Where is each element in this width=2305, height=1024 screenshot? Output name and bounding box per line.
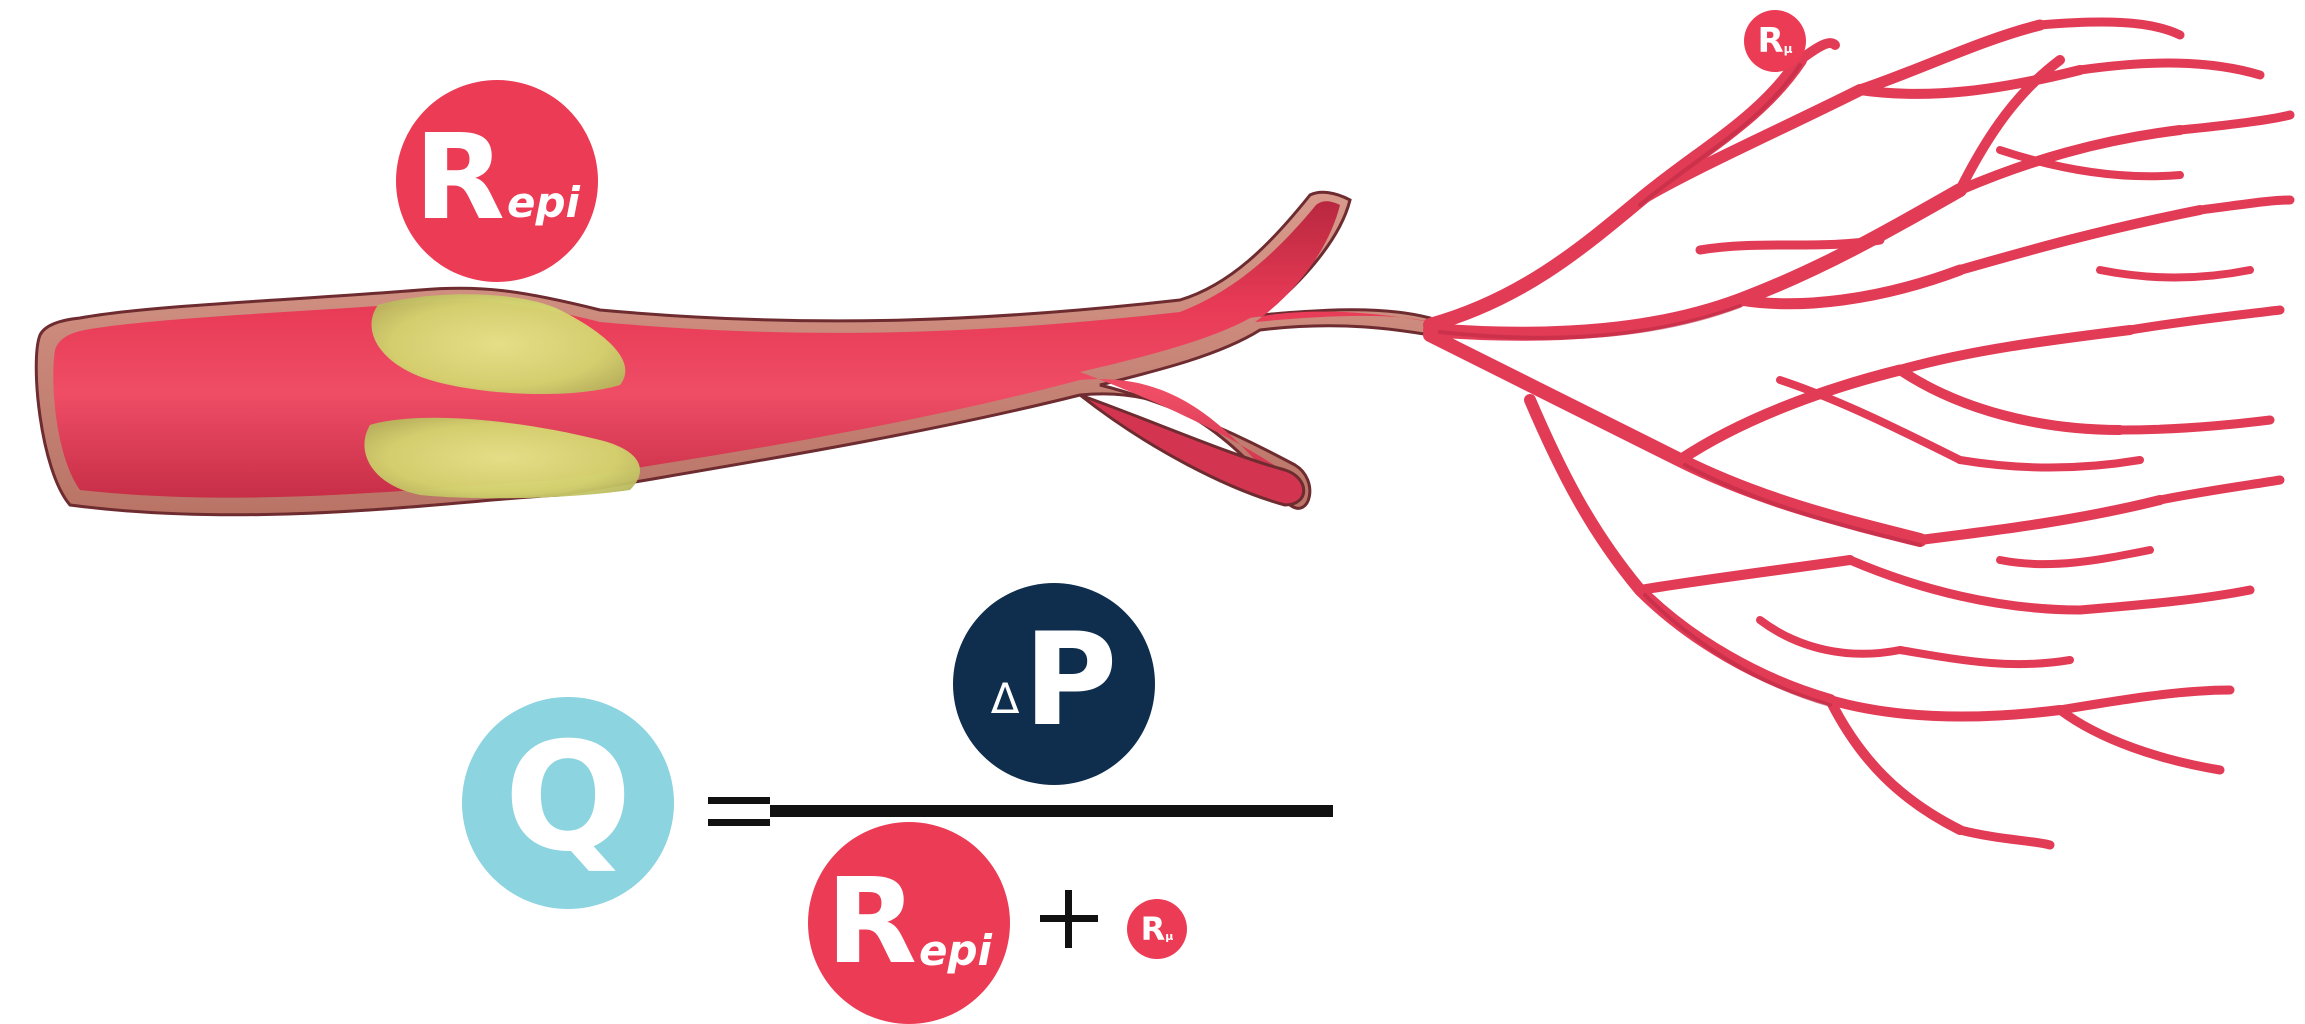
- flow-badge: Q: [462, 697, 674, 909]
- microvasculature: [1430, 22, 2290, 845]
- delta-symbol: Δ: [991, 674, 1020, 723]
- microvascular-resistance-symbol: R: [1757, 24, 1783, 58]
- denominator-microvascular-subscript: μ: [1165, 931, 1173, 942]
- epicardial-resistance-symbol: R: [414, 118, 505, 236]
- epicardial-resistance-badge: R epi: [396, 80, 598, 282]
- denominator-microvascular-symbol: R: [1141, 913, 1166, 945]
- denominator-epicardial-subscript: epi: [919, 930, 992, 972]
- microvascular-resistance-badge: R μ: [1744, 10, 1806, 72]
- equals-sign: [708, 789, 770, 833]
- denominator-epicardial-resistance-badge: R epi: [808, 822, 1010, 1024]
- denominator-epicardial-symbol: R: [826, 862, 917, 980]
- flow-symbol: Q: [504, 723, 632, 873]
- pressure-symbol: P: [1023, 617, 1117, 745]
- plus-sign: [1040, 890, 1098, 948]
- denominator-microvascular-resistance-badge: R μ: [1127, 899, 1187, 959]
- microvascular-resistance-subscript: μ: [1784, 43, 1793, 55]
- epicardial-resistance-subscript: epi: [507, 182, 580, 224]
- pressure-gradient-badge: Δ P: [953, 583, 1155, 785]
- fraction-bar: [770, 805, 1333, 817]
